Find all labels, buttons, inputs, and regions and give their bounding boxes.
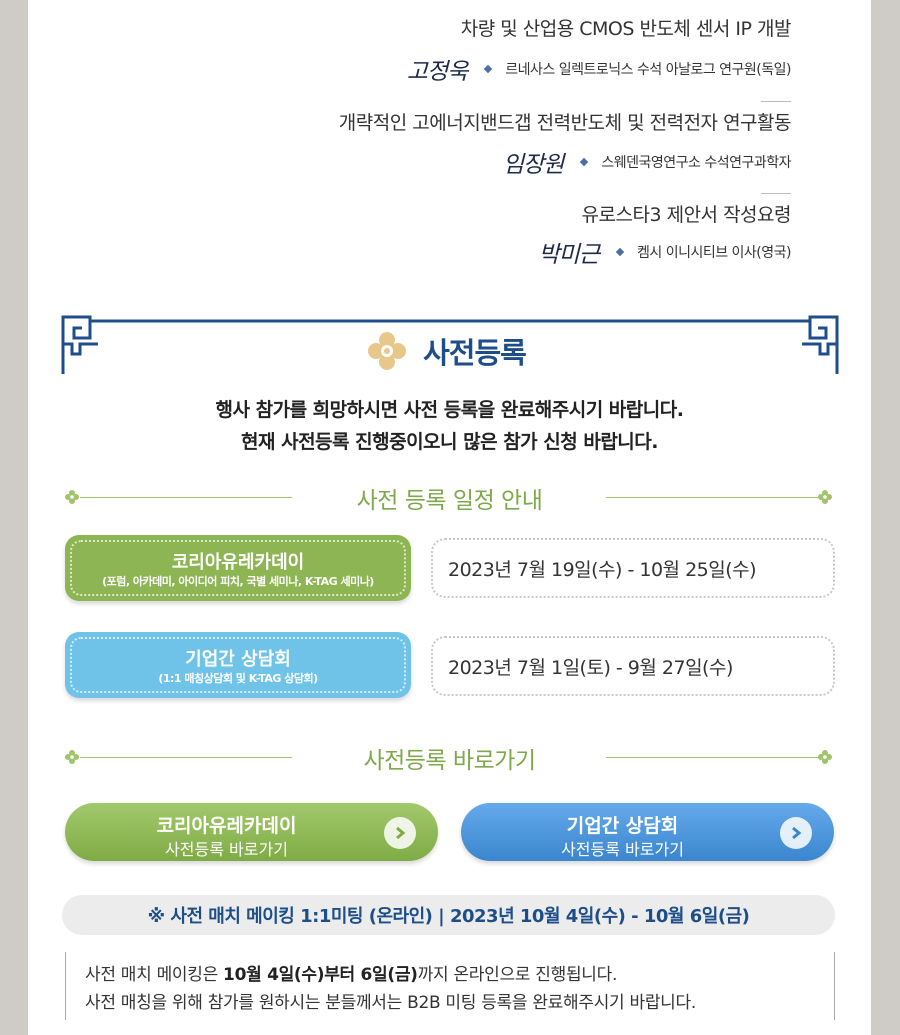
schedule-label-title: 기업간 상담회 xyxy=(185,649,291,670)
intro-line-2: 현재 사전등록 진행중이오니 많은 참가 신청 바랍니다. xyxy=(241,431,658,453)
page: 차량 및 산업용 CMOS 반도체 센서 IP 개발 고정욱 르네사스 일렉트로… xyxy=(28,0,871,1035)
schedule-label-subtitle: (포럼, 아카데미, 아이디어 피치, 국별 세미나, K-TAG 세미나) xyxy=(102,575,374,588)
intro-line-1: 행사 참가를 희망하시면 사전 등록을 완료해주시기 바랍니다. xyxy=(215,399,684,421)
schedule-heading: 사전 등록 일정 안내 xyxy=(356,488,543,514)
divider xyxy=(761,101,791,102)
divider xyxy=(606,497,818,498)
eureka-day-register-button[interactable]: 코리아유레카데이 사전등록 바로가기 xyxy=(65,803,438,861)
speaker-signature: 고정욱 xyxy=(400,44,468,86)
divider xyxy=(606,757,818,758)
schedule-label-b2b: 기업간 상담회 (1:1 매칭상담회 및 K-TAG 상담회) xyxy=(65,632,411,698)
notice-line-1: 사전 매치 메이킹은 10월 4일(수)부터 6일(금)까지 온라인으로 진행됩… xyxy=(85,965,618,985)
matchmaking-notice-body: 사전 매치 메이킹은 10월 4일(수)부터 6일(금)까지 온라인으로 진행됩… xyxy=(65,952,835,1020)
schedule-label-eureka-day: 코리아유레카데이 (포럼, 아카데미, 아이디어 피치, 국별 세미나, K-T… xyxy=(65,535,411,601)
section-frame-ornament xyxy=(61,315,839,374)
button-subtitle: 사전등록 바로가기 xyxy=(561,840,684,859)
diamond-icon xyxy=(615,247,625,257)
divider xyxy=(80,757,292,758)
schedule-date: 2023년 7월 19일(수) - 10월 25일(수) xyxy=(448,559,757,581)
speaker-1: 고정욱 르네사스 일렉트로닉스 수석 아날로그 연구원(독일) xyxy=(400,44,791,86)
flower-icon xyxy=(818,490,832,504)
button-subtitle: 사전등록 바로가기 xyxy=(165,840,288,859)
flower-icon xyxy=(65,750,79,764)
schedule-label-subtitle: (1:1 매칭상담회 및 K-TAG 상담회) xyxy=(158,672,318,685)
shortcut-heading: 사전등록 바로가기 xyxy=(363,748,536,774)
flower-icon xyxy=(65,490,79,504)
section-header: 사전등록 xyxy=(28,330,871,372)
section-title: 사전등록 xyxy=(417,330,532,372)
speaker-affiliation: 르네사스 일렉트로닉스 수석 아날로그 연구원(독일) xyxy=(505,62,791,78)
flower-icon xyxy=(818,750,832,764)
schedule-date-box: 2023년 7월 19일(수) - 10월 25일(수) xyxy=(431,538,835,598)
talk-title-2: 개략적인 고에너지밴드갭 전력반도체 및 전력전자 연구활동 xyxy=(338,112,792,134)
speaker-3: 박미근 켐시 이니시티브 이사(영국) xyxy=(532,227,792,269)
divider xyxy=(80,497,292,498)
b2b-register-button[interactable]: 기업간 상담회 사전등록 바로가기 xyxy=(461,803,834,861)
notice-line-2: 사전 매칭을 위해 참가를 원하시는 분들께서는 B2B 미팅 등록을 완료해주… xyxy=(85,993,696,1013)
button-title: 기업간 상담회 xyxy=(566,815,679,837)
schedule-date-box: 2023년 7월 1일(토) - 9월 27일(수) xyxy=(431,636,835,696)
matchmaking-notice-bar: ※ 사전 매치 메이킹 1:1미팅 (온라인) | 2023년 10월 4일(수… xyxy=(62,895,835,935)
talk-title-3: 유로스타3 제안서 작성요령 xyxy=(581,204,792,226)
speaker-signature: 박미근 xyxy=(532,227,600,269)
schedule-label-title: 코리아유레카데이 xyxy=(171,552,305,573)
diamond-icon xyxy=(484,64,493,74)
speaker-affiliation: 스웨덴국영연구소 수석연구과학자 xyxy=(601,155,791,171)
button-title: 코리아유레카데이 xyxy=(156,815,297,837)
speaker-signature: 임장원 xyxy=(496,137,564,179)
speaker-2: 임장원 스웨덴국영연구소 수석연구과학자 xyxy=(496,137,791,179)
chevron-right-icon xyxy=(384,817,416,849)
speaker-affiliation: 켐시 이니시티브 이사(영국) xyxy=(636,245,792,261)
flower-icon xyxy=(368,332,407,370)
chevron-right-icon xyxy=(780,817,812,849)
divider xyxy=(761,193,791,194)
schedule-date: 2023년 7월 1일(토) - 9월 27일(수) xyxy=(448,657,733,679)
diamond-icon xyxy=(580,157,589,167)
talk-title-1: 차량 및 산업용 CMOS 반도체 센서 IP 개발 xyxy=(460,18,792,40)
